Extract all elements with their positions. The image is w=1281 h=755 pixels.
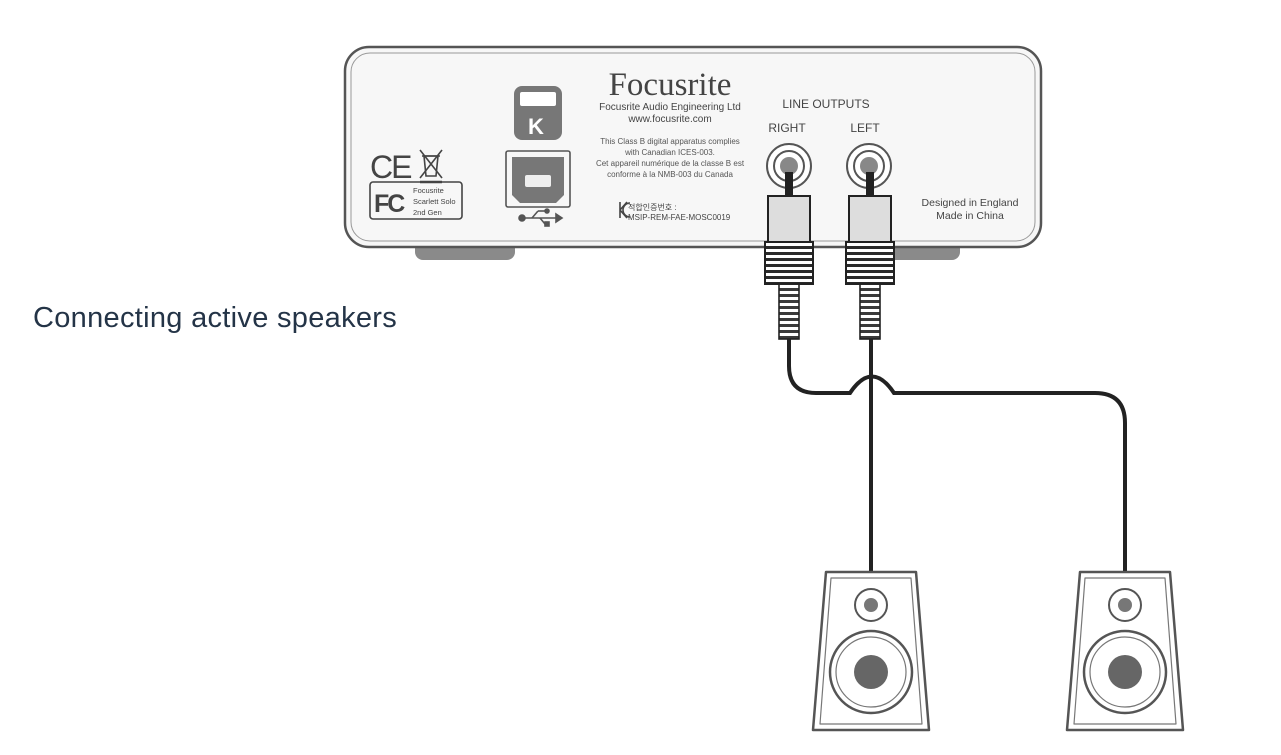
kensington-mark: K xyxy=(528,114,544,139)
ce-mark-icon: CE xyxy=(370,149,411,185)
right-rca-plug xyxy=(764,172,814,340)
right-cable xyxy=(787,336,1127,574)
right-output-label: RIGHT xyxy=(768,121,806,135)
kc-mark-icon xyxy=(619,201,631,219)
usb-b-port-icon xyxy=(505,150,571,208)
page-caption: Connecting active speakers xyxy=(33,302,398,334)
origin-line-1: Designed in England xyxy=(922,197,1019,209)
left-rca-plug xyxy=(845,172,895,340)
line-outputs-label: LINE OUTPUTS xyxy=(782,97,869,111)
notice-line-2: with Canadian ICES-003. xyxy=(624,148,715,157)
speaker-left xyxy=(811,570,931,732)
notice-line-1: This Class B digital apparatus complies xyxy=(600,137,740,146)
kc-code: MSIP-REM-FAE-MOSC0019 xyxy=(628,213,731,222)
fcc-model-line-2: Scarlett Solo xyxy=(413,197,456,206)
usb-symbol-icon xyxy=(518,208,564,227)
fcc-logo-icon: FC xyxy=(374,190,405,218)
fcc-model-line-3: 2nd Gen xyxy=(413,208,442,217)
notice-line-3: Cet appareil numérique de la classe B es… xyxy=(596,159,745,168)
speaker-right xyxy=(1065,570,1185,732)
fcc-model-line-1: Focusrite xyxy=(413,186,444,195)
left-output-label: LEFT xyxy=(850,121,880,135)
left-output-jack xyxy=(846,143,892,189)
fcc-label: FC Focusrite Scarlett Solo 2nd Gen xyxy=(369,181,463,220)
notice-line-4: conforme à la NMB-003 du Canada xyxy=(607,170,733,179)
website: www.focusrite.com xyxy=(627,114,711,125)
kc-label: 적합인증번호 : xyxy=(628,202,677,212)
company-name: Focusrite Audio Engineering Ltd xyxy=(599,102,741,113)
origin-line-2: Made in China xyxy=(936,210,1004,222)
brand-logo: Focusrite xyxy=(609,67,732,103)
kensington-lock-icon: K xyxy=(514,86,562,140)
